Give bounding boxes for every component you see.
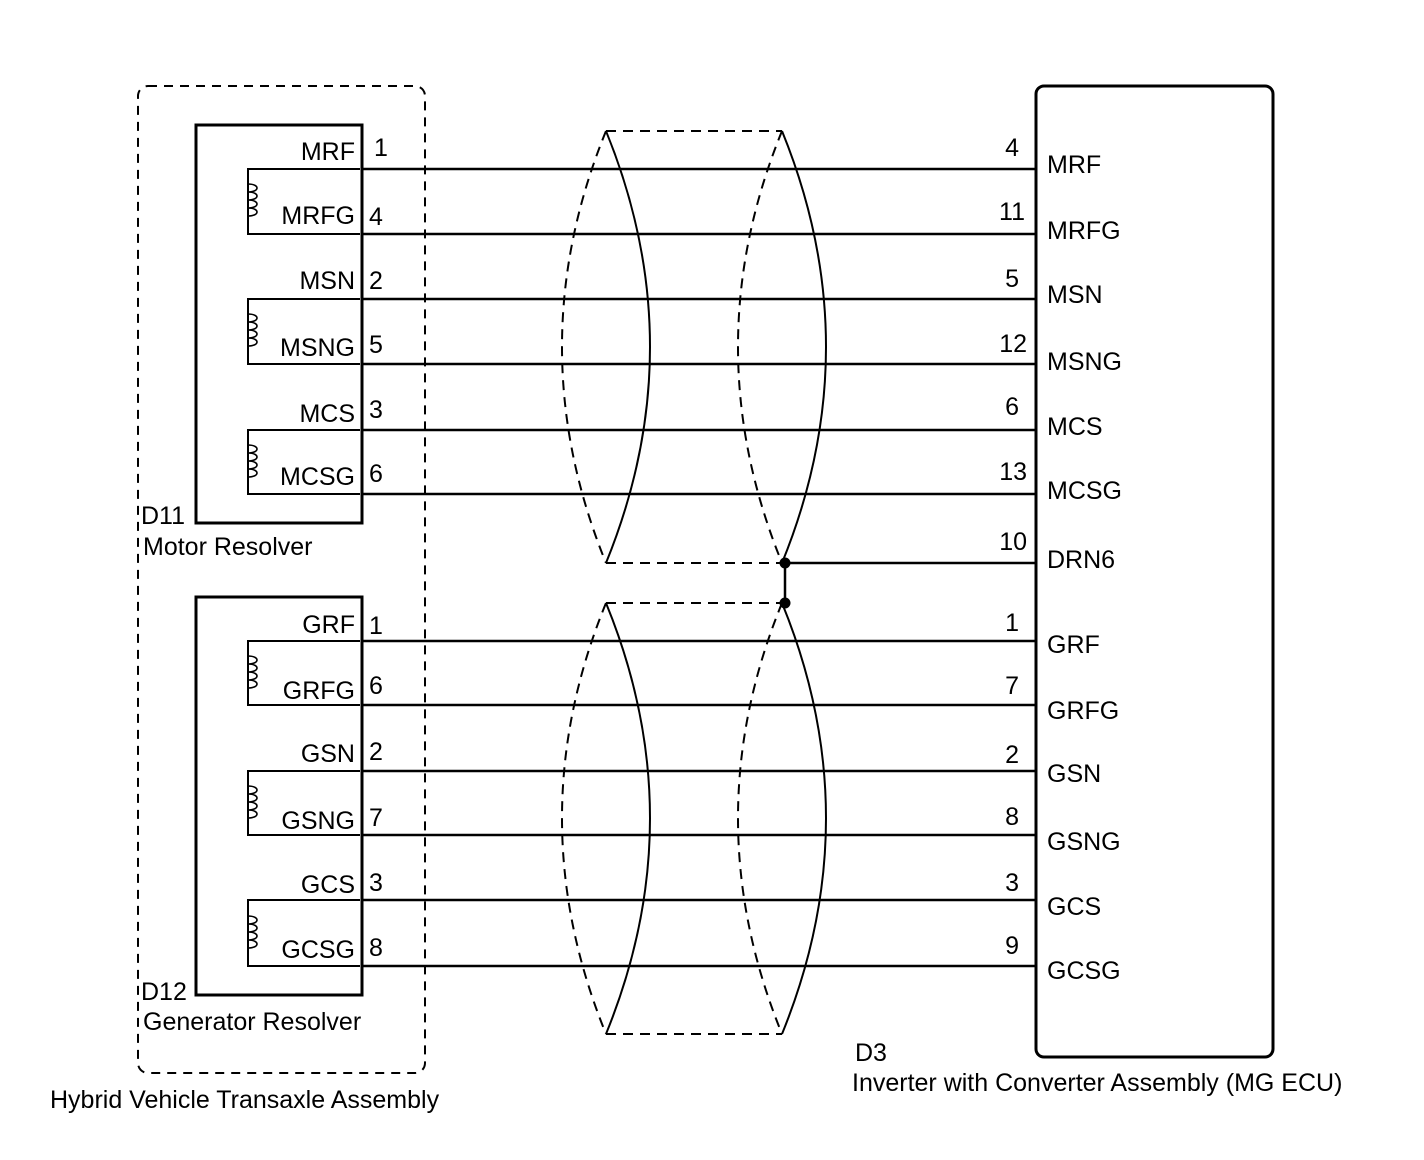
pin-label: MSN (299, 267, 355, 295)
pin-number: 4 (369, 203, 383, 231)
pin-label: MRFG (1047, 217, 1121, 245)
pin-number: 6 (1005, 393, 1019, 421)
coil-mrf (247, 168, 360, 235)
ecu-pin-labels: 4 MRF 11 MRFG 5 MSN 12 MSNG 6 MCS 13 MCS… (999, 134, 1122, 985)
coil-gcs (247, 899, 360, 967)
pin-number: 3 (369, 396, 383, 424)
pin-label: GSN (1047, 760, 1101, 788)
junction-dot (779, 557, 791, 569)
ecu-name: Inverter with Converter Assembly (MG ECU… (852, 1069, 1342, 1097)
pin-number: 8 (1005, 803, 1019, 831)
pin-number: 5 (1005, 265, 1019, 293)
component-code: D11 (141, 502, 185, 530)
pin-number: 4 (1005, 134, 1019, 162)
pin-label: MCS (1047, 413, 1103, 441)
pin-number: 1 (1005, 609, 1019, 637)
coil-icon (247, 183, 258, 217)
assembly-title: Hybrid Vehicle Transaxle Assembly (50, 1086, 440, 1114)
coil-icon (247, 444, 258, 478)
generator-harness-shield (561, 602, 827, 1035)
pin-number: 3 (1005, 869, 1019, 897)
component-code: D12 (141, 978, 187, 1006)
pin-label: GSNG (281, 807, 355, 835)
pin-label: GCSG (1047, 957, 1121, 985)
pin-label: DRN6 (1047, 546, 1115, 574)
pin-label: MSN (1047, 281, 1103, 309)
pin-label: MRF (301, 138, 355, 166)
pin-number: 8 (369, 934, 383, 962)
pin-number: 3 (369, 869, 383, 897)
resolver-coils (247, 168, 360, 967)
pin-number: 1 (369, 612, 383, 640)
pin-label: GRF (302, 611, 355, 639)
pin-number: 6 (369, 672, 383, 700)
coil-icon (247, 655, 258, 689)
generator-resolver-labels: GRF 1 GRFG 6 GSN 2 GSNG 7 GCS 3 GCSG 8 D… (141, 611, 383, 1036)
pin-label: GRFG (1047, 697, 1119, 725)
coil-gsn (247, 770, 360, 836)
pin-number: 5 (369, 331, 383, 359)
pin-label: GCSG (281, 936, 355, 964)
component-name: Motor Resolver (143, 533, 313, 561)
coil-symbols (247, 183, 258, 949)
coil-icon (247, 915, 258, 949)
motor-harness-shield (561, 130, 827, 564)
pin-label: GSNG (1047, 828, 1121, 856)
pin-label: GRFG (283, 677, 355, 705)
pin-number: 2 (369, 267, 383, 295)
pin-number: 7 (1005, 672, 1019, 700)
pin-number: 11 (999, 198, 1025, 226)
motor-resolver-box (194, 123, 364, 525)
generator-resolver-box (194, 595, 364, 997)
coil-grf (247, 640, 360, 706)
pin-number: 9 (1005, 932, 1019, 960)
pin-number: 13 (999, 458, 1027, 486)
pin-label: GSN (301, 740, 355, 768)
drain-wire (779, 557, 1036, 609)
pin-number: 10 (999, 528, 1027, 556)
pin-label: GRF (1047, 631, 1100, 659)
pin-number: 12 (999, 330, 1027, 358)
transaxle-assembly-outline (137, 85, 426, 1074)
signal-wires (362, 167, 1036, 968)
junction-dot (779, 597, 791, 609)
pin-number: 1 (374, 134, 388, 162)
ecu-box (1034, 84, 1275, 1059)
pin-label: MRF (1047, 151, 1101, 179)
pin-label: GCS (1047, 893, 1101, 921)
pin-label: MCSG (280, 463, 355, 491)
pin-label: MCS (299, 400, 355, 428)
ecu-code: D3 (855, 1039, 887, 1067)
pin-number: 2 (369, 738, 383, 766)
coil-mcs (247, 429, 360, 495)
coil-icon (247, 785, 258, 819)
motor-resolver-labels: MRF 1 MRFG 4 MSN 2 MSNG 5 MCS 3 MCSG 6 D… (141, 134, 388, 561)
pin-label: GCS (301, 871, 355, 899)
pin-label: MCSG (1047, 477, 1122, 505)
pin-number: 7 (369, 804, 383, 832)
pin-label: MSNG (280, 334, 355, 362)
pin-label: MSNG (1047, 348, 1122, 376)
coil-msn (247, 298, 360, 365)
coil-icon (247, 313, 258, 347)
pin-number: 2 (1005, 741, 1019, 769)
pin-number: 6 (369, 460, 383, 488)
pin-label: MRFG (281, 202, 355, 230)
component-name: Generator Resolver (143, 1008, 361, 1036)
